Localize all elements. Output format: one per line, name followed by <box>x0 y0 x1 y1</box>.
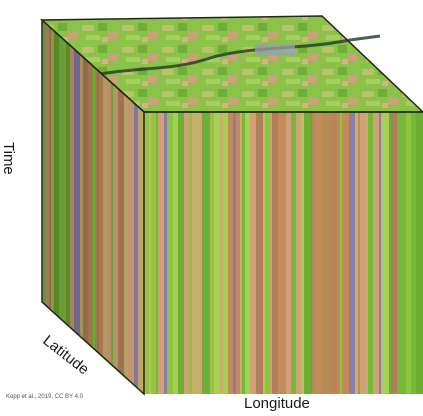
cube-edges <box>40 15 423 396</box>
time-axis-label: Time <box>0 142 17 175</box>
time-stripe <box>272 112 278 394</box>
time-stripe <box>411 112 416 394</box>
time-stripe <box>223 112 228 394</box>
time-stripe <box>245 112 250 394</box>
time-stripe <box>301 112 304 394</box>
time-stripe <box>178 112 184 394</box>
time-stripe <box>355 112 358 394</box>
time-stripe <box>391 112 397 394</box>
cube-front-face <box>144 112 423 394</box>
time-stripe <box>220 112 223 394</box>
time-stripe <box>409 112 411 394</box>
time-stripe <box>158 112 164 394</box>
urban-area <box>255 44 295 56</box>
time-stripe <box>144 112 149 394</box>
time-stripe <box>156 112 158 394</box>
front-face-stripes <box>144 112 423 394</box>
time-stripe <box>360 112 366 394</box>
cube-top-face <box>42 16 423 112</box>
bare-soil-band <box>312 112 340 394</box>
longitude-axis-label: Longitude <box>244 395 310 412</box>
river-feature <box>79 34 381 80</box>
time-stripe <box>173 112 178 394</box>
time-stripe <box>358 112 360 394</box>
time-stripe <box>397 112 403 394</box>
time-stripe <box>389 112 391 394</box>
time-stripe <box>192 112 200 394</box>
time-stripe <box>346 112 349 394</box>
time-stripe <box>228 112 233 394</box>
time-stripe <box>151 112 156 394</box>
time-stripe <box>368 112 373 394</box>
time-stripe <box>342 112 346 394</box>
time-stripe <box>270 112 272 394</box>
time-stripe <box>349 112 355 394</box>
image-credit: Kopp et al., 2019, CC BY 4.0 <box>6 394 83 400</box>
time-stripe <box>416 112 423 394</box>
time-stripe <box>291 112 296 394</box>
time-stripe <box>403 112 406 394</box>
time-stripe <box>265 112 270 394</box>
time-stripe <box>256 112 263 394</box>
time-stripe <box>214 112 220 394</box>
time-stripe <box>304 112 311 394</box>
time-stripe <box>184 112 189 394</box>
time-stripe <box>236 112 240 394</box>
time-stripe <box>240 112 242 394</box>
time-stripe <box>200 112 202 394</box>
time-stripe <box>381 112 389 394</box>
time-stripe <box>164 112 167 394</box>
time-stripe <box>286 112 291 394</box>
time-stripe <box>379 112 381 394</box>
time-stripe <box>296 112 301 394</box>
time-stripe <box>167 112 173 394</box>
time-stripe <box>210 112 214 394</box>
time-stripe <box>366 112 368 394</box>
time-stripe <box>373 112 379 394</box>
time-stripe <box>233 112 236 394</box>
time-stripe <box>406 112 409 394</box>
time-stripe <box>250 112 256 394</box>
time-stripe <box>242 112 245 394</box>
time-stripe <box>278 112 286 394</box>
time-stripe <box>263 112 265 394</box>
time-stripe <box>149 112 151 394</box>
time-stripe <box>189 112 192 394</box>
time-stripe <box>202 112 210 394</box>
